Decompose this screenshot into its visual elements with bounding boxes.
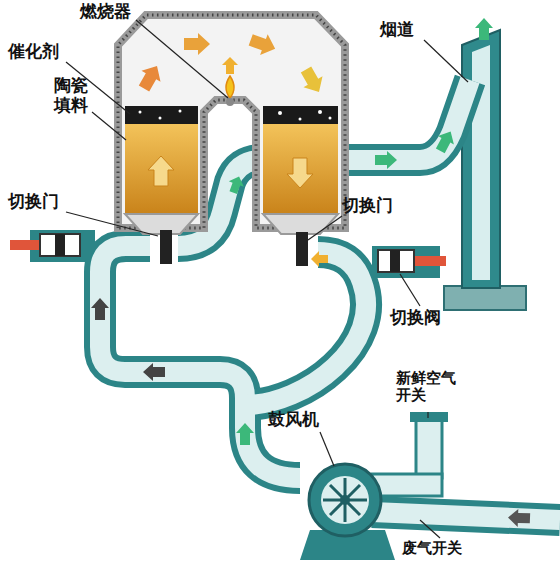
chimney: [444, 30, 526, 310]
ducts: [30, 80, 560, 520]
part-label: 新鲜空气开关: [396, 370, 462, 405]
oxidizer-housing: [118, 15, 345, 266]
part-label: 切换门: [8, 192, 59, 212]
part-label: 鼓风机: [268, 410, 319, 430]
part-label: 催化剂: [8, 42, 59, 62]
fresh-air-pipe: [372, 412, 448, 496]
part-label: 燃烧器: [80, 2, 131, 22]
part-label: 切换门: [342, 196, 393, 216]
part-label: 切换阀: [390, 308, 441, 328]
flow-arrows: [91, 18, 530, 527]
blower: [300, 464, 395, 560]
switch-valves: [10, 234, 446, 272]
part-label: 烟道: [380, 20, 414, 40]
part-label: 陶瓷填料: [54, 76, 92, 115]
leader-lines: [66, 20, 468, 538]
part-label: 废气开关: [402, 540, 462, 557]
